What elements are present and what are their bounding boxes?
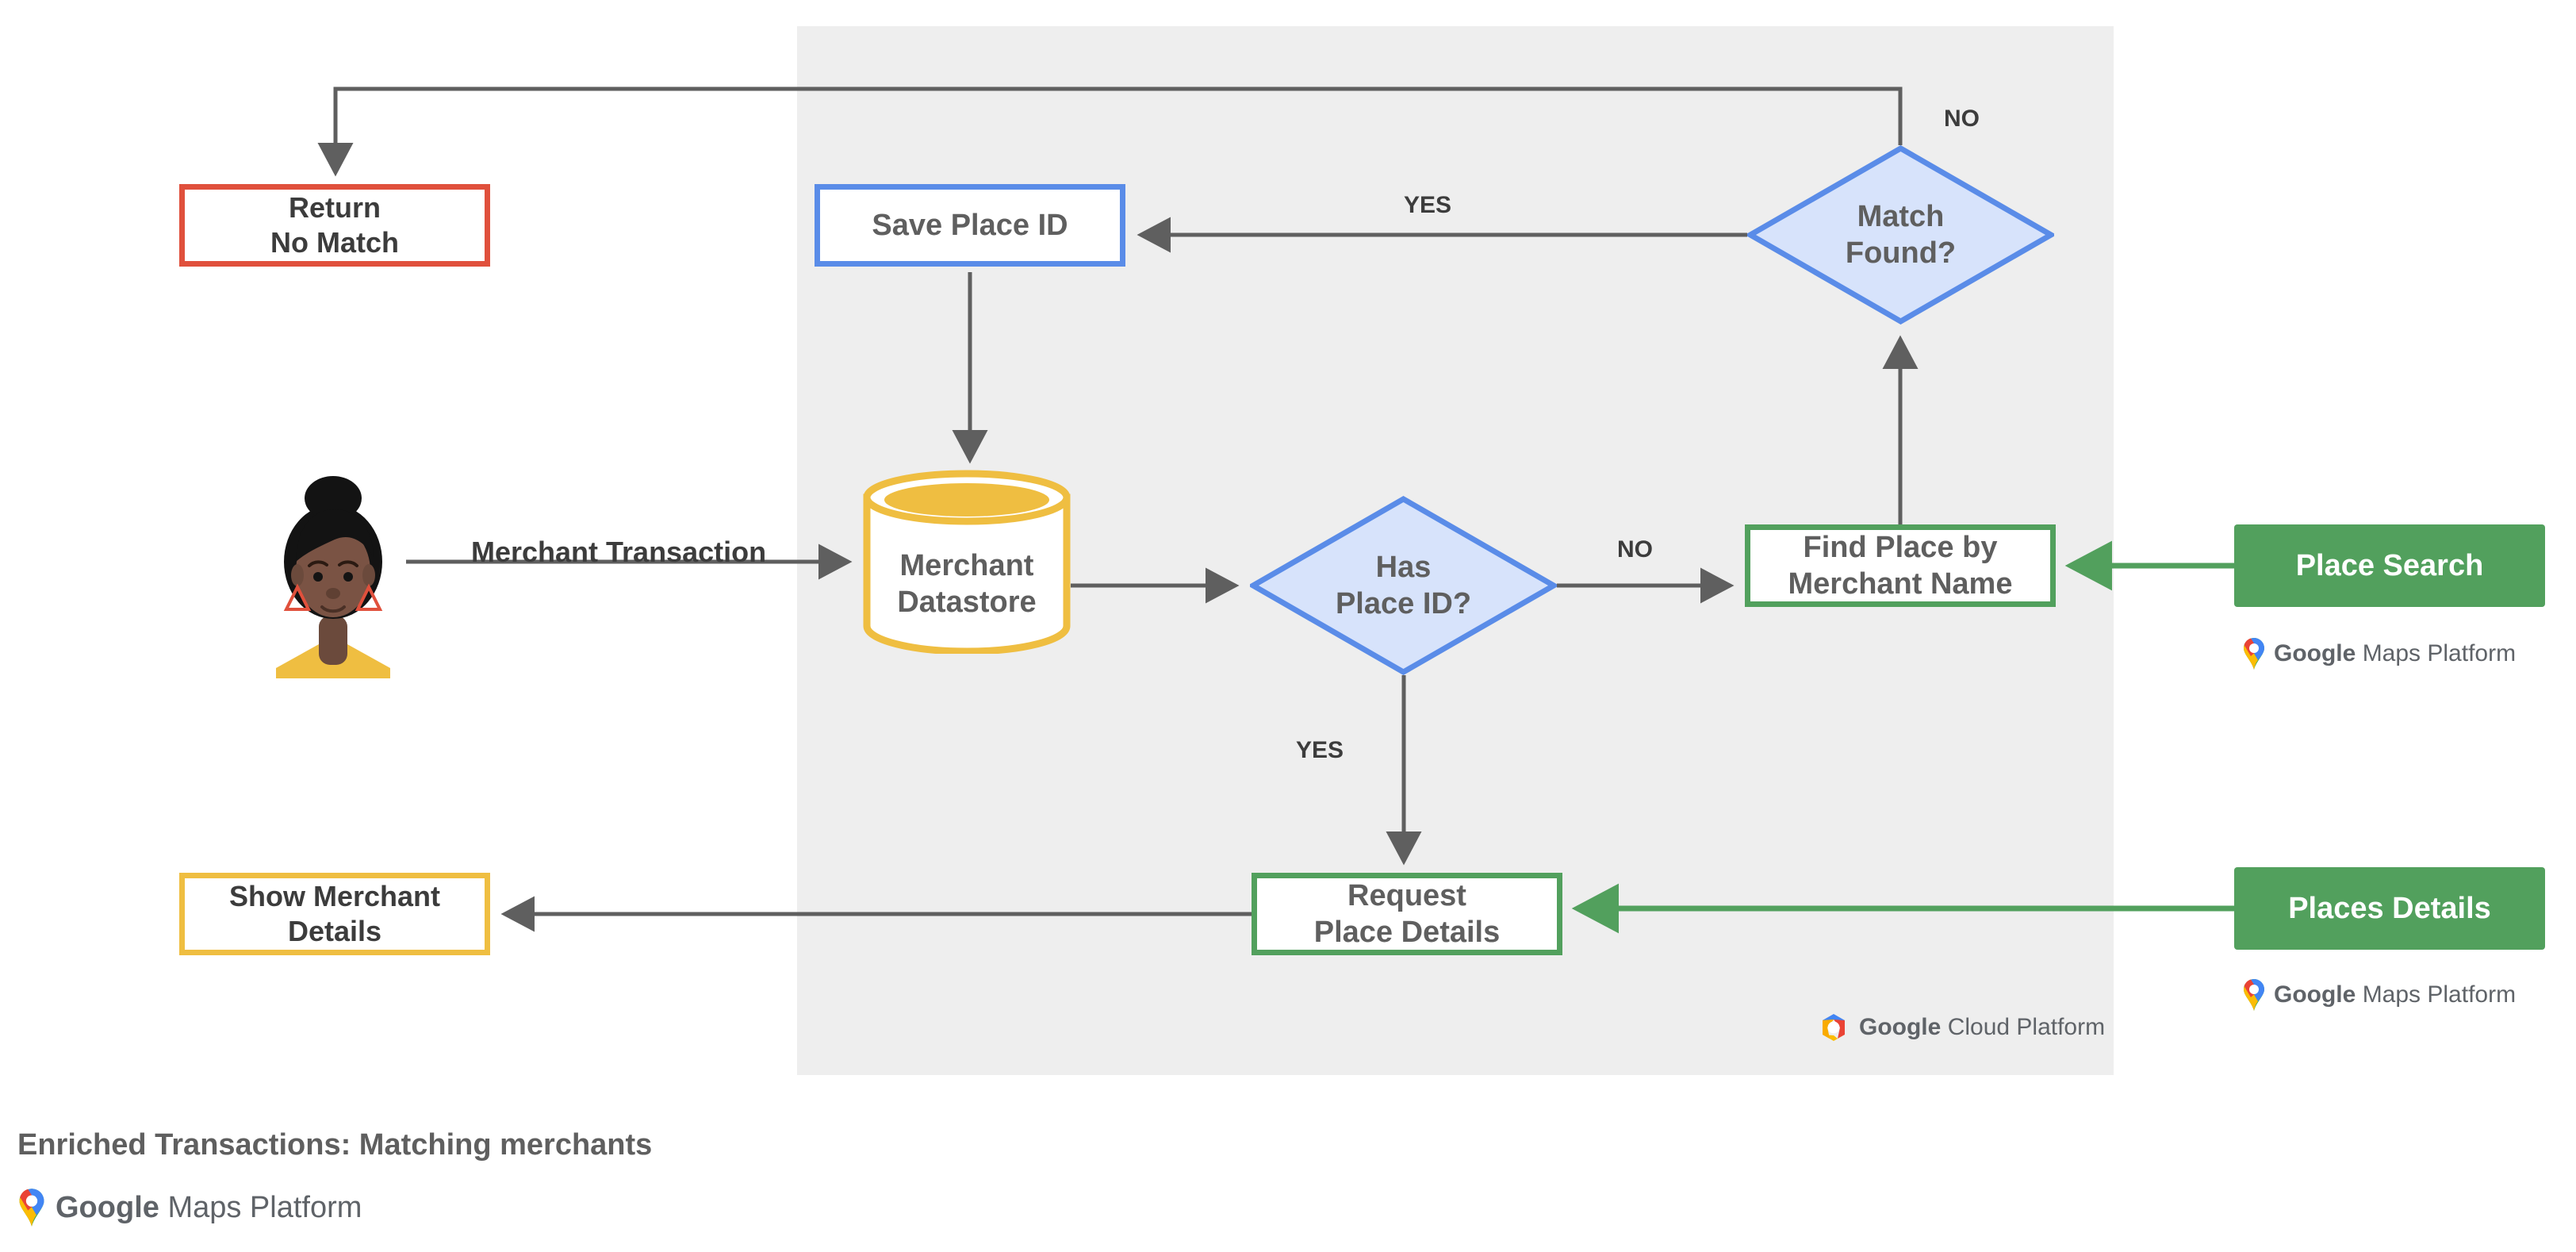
place-search-label: Place Search (2295, 548, 2484, 582)
edge-label-yes-match-found: YES (1404, 192, 1452, 218)
save-place-id-label: Save Place ID (872, 208, 1068, 242)
maps-platform-lockup-text: Google Maps Platform (2274, 981, 2516, 1008)
merchant-datastore-line2: Datastore (897, 586, 1037, 619)
edge-label-merchant-transaction: Merchant Transaction (471, 536, 767, 568)
cloud-brand-word: Google (1859, 1014, 1942, 1040)
edge-label-yes-has-place-id: YES (1296, 737, 1344, 763)
maps-platform-lockup-places-details: Google Maps Platform (2242, 978, 2516, 1012)
find-place-line2: Merchant Name (1788, 567, 2013, 601)
cloud-platform-lockup-text: Google Cloud Platform (1859, 1014, 2105, 1041)
node-save-place-id[interactable]: Save Place ID (815, 184, 1125, 267)
find-place-line1: Find Place by (1803, 530, 1998, 564)
show-merchant-details-line2: Details (287, 915, 382, 947)
google-maps-pin-icon (2244, 979, 2264, 1011)
maps-platform-lockup-place-search: Google Maps Platform (2242, 637, 2516, 670)
google-maps-pin-icon (2244, 638, 2264, 670)
places-details-label: Places Details (2288, 891, 2491, 925)
button-places-details[interactable]: Places Details (2234, 867, 2545, 950)
node-match-found-decision[interactable]: Match Found? (1747, 145, 2054, 325)
return-no-match-line2: No Match (270, 226, 399, 259)
cloud-rest-words: Cloud Platform (1947, 1014, 2106, 1040)
request-place-details-line1: Request (1347, 878, 1466, 912)
button-place-search[interactable]: Place Search (2234, 524, 2545, 607)
diamond-shape (1747, 145, 2054, 325)
node-find-place-by-merchant-name[interactable]: Find Place by Merchant Name (1745, 524, 2056, 607)
avatar-illustration (276, 476, 390, 678)
merchant-avatar (262, 460, 404, 682)
diagram-title: Enriched Transactions: Matching merchant… (17, 1128, 653, 1162)
diamond-shape (1250, 496, 1557, 675)
show-merchant-details-line1: Show Merchant (228, 880, 441, 913)
merchant-datastore-line1: Merchant (899, 548, 1034, 582)
maps-platform-lockup-text: Google Maps Platform (2274, 640, 2516, 667)
node-has-place-id-decision[interactable]: Has Place ID? (1250, 496, 1557, 675)
maps-rest-words: Maps Platform (2362, 640, 2517, 666)
merchant-datastore-label: Merchant Datastore (863, 514, 1071, 654)
request-place-details-line2: Place Details (1313, 916, 1501, 949)
node-show-merchant-details[interactable]: Show Merchant Details (179, 873, 490, 955)
node-request-place-details[interactable]: Request Place Details (1252, 873, 1562, 955)
maps-brand-word: Google (56, 1190, 159, 1224)
node-merchant-datastore[interactable]: Merchant Datastore (863, 470, 1071, 654)
return-no-match-line1: Return (289, 191, 381, 225)
maps-rest-words: Maps Platform (167, 1190, 362, 1224)
node-return-no-match[interactable]: Return No Match (179, 184, 490, 267)
cylinder-shape (863, 470, 1071, 654)
maps-brand-word: Google (2274, 640, 2356, 666)
google-maps-pin-icon (19, 1189, 44, 1227)
cloud-platform-lockup: Google Cloud Platform (1818, 1012, 2105, 1043)
google-cloud-hexagon-icon (1823, 1014, 1845, 1041)
edge-label-no-match-found: NO (1944, 106, 1980, 132)
maps-brand-word: Google (2274, 981, 2356, 1008)
maps-rest-words: Maps Platform (2362, 981, 2517, 1008)
edge-label-no-has-place-id: NO (1617, 536, 1653, 563)
maps-platform-lockup-text: Google Maps Platform (56, 1191, 362, 1225)
maps-platform-lockup-caption: Google Maps Platform (17, 1188, 362, 1227)
